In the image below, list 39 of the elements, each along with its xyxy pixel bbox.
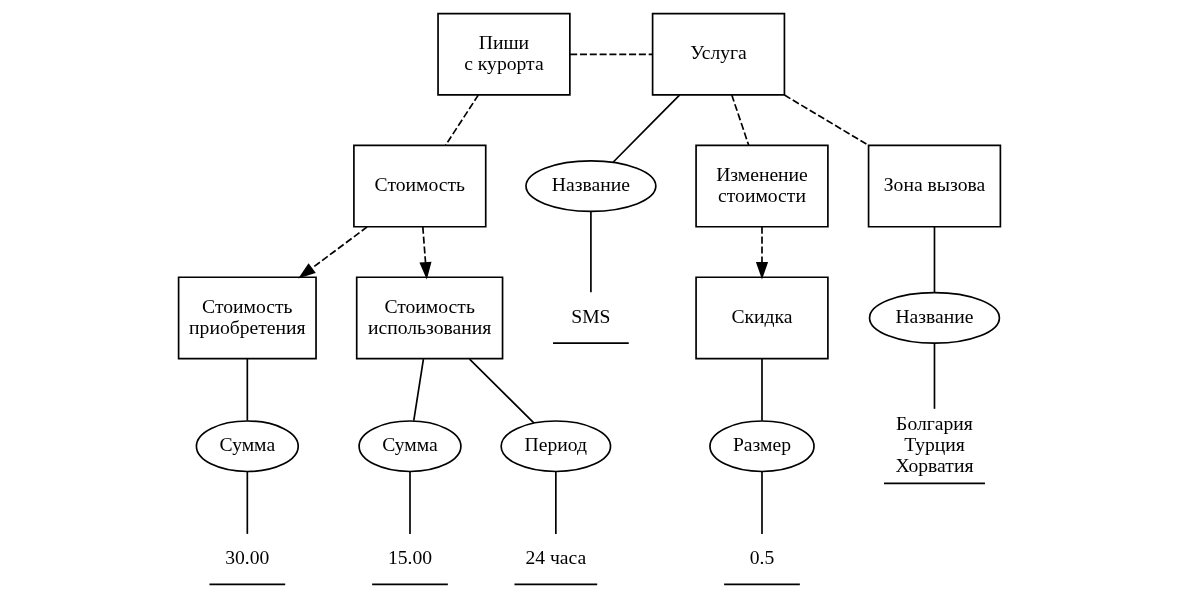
connector	[412, 358, 424, 422]
arrow	[755, 226, 768, 280]
connector	[612, 94, 680, 163]
node-ellipse: Название	[524, 160, 657, 213]
node-box: Скидка	[694, 276, 829, 360]
node-text: 24 часа	[524, 547, 586, 569]
node-ellipse: Сумма	[195, 420, 299, 473]
arrow	[418, 226, 432, 280]
connector	[783, 94, 869, 147]
node-box: Стоимость приобретения	[177, 276, 317, 360]
connector	[760, 358, 763, 422]
connector	[554, 470, 557, 535]
connector	[933, 342, 935, 410]
connector	[933, 226, 935, 294]
node-box: Пиши с курорта	[436, 12, 571, 96]
node-text: Болгария Турция Хорватия	[895, 413, 973, 477]
node-ellipse: Название	[868, 291, 1000, 344]
node-box: Услуга	[651, 12, 785, 96]
arrow	[297, 226, 368, 279]
connector	[408, 470, 411, 535]
connector	[589, 210, 592, 294]
node-box: Зона вызова	[867, 144, 1001, 228]
connector	[444, 94, 479, 146]
node-text: 15.00	[387, 547, 432, 569]
connector	[246, 470, 248, 535]
node-box: Стоимость	[352, 144, 487, 228]
node-text: 0.5	[749, 547, 774, 569]
node-ellipse: Период	[499, 420, 611, 473]
node-text: SMS	[570, 306, 611, 328]
node-ellipse: Сумма	[357, 420, 462, 473]
connector	[760, 470, 763, 535]
node-box: Изменение стоимости	[694, 144, 829, 228]
node-text: 30.00	[224, 547, 269, 569]
node-ellipse: Размер	[708, 420, 815, 473]
node-box: Стоимость использования	[355, 276, 503, 360]
connector	[730, 94, 749, 146]
connector	[468, 358, 535, 424]
connector	[246, 358, 248, 422]
connector	[568, 53, 653, 56]
